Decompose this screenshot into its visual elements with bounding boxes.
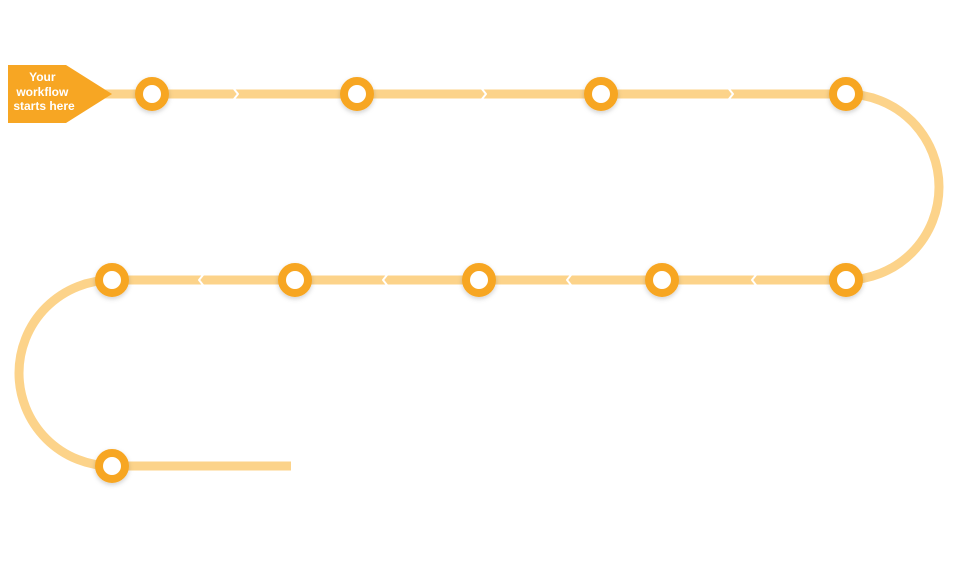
chevron-down-icon — [945, 182, 959, 189]
chevron-down-icon — [0, 369, 12, 376]
workflow-step-node-4[interactable] — [829, 77, 863, 111]
chevron-right-icon — [481, 88, 487, 100]
start-tag-line-3: starts here — [13, 99, 75, 113]
workflow-step-node-8[interactable] — [278, 263, 312, 297]
flow-direction-chevrons — [0, 88, 959, 376]
workflow-step-node-3[interactable] — [584, 77, 618, 111]
start-tag-shape — [8, 65, 112, 123]
workflow-step-node-10[interactable] — [95, 449, 129, 483]
svg-text:Your workflow star: Your workflow starts here — [13, 70, 75, 113]
start-tag-line-1: Your — [29, 70, 56, 84]
chevron-left-icon — [566, 274, 572, 286]
workflow-step-node-1[interactable] — [135, 77, 169, 111]
chevron-left-icon — [382, 274, 388, 286]
workflow-start-tag: Your workflow starts here — [8, 65, 112, 123]
workflow-step-node-5[interactable] — [829, 263, 863, 297]
workflow-step-node-2[interactable] — [340, 77, 374, 111]
chevron-left-icon — [198, 274, 204, 286]
workflow-step-node-9[interactable] — [95, 263, 129, 297]
chevron-left-icon — [751, 274, 757, 286]
start-tag-line-2: workflow — [15, 85, 69, 99]
chevron-right-icon — [728, 88, 734, 100]
chevron-right-icon — [233, 88, 239, 100]
workflow-step-node-7[interactable] — [462, 263, 496, 297]
workflow-step-node-6[interactable] — [645, 263, 679, 297]
